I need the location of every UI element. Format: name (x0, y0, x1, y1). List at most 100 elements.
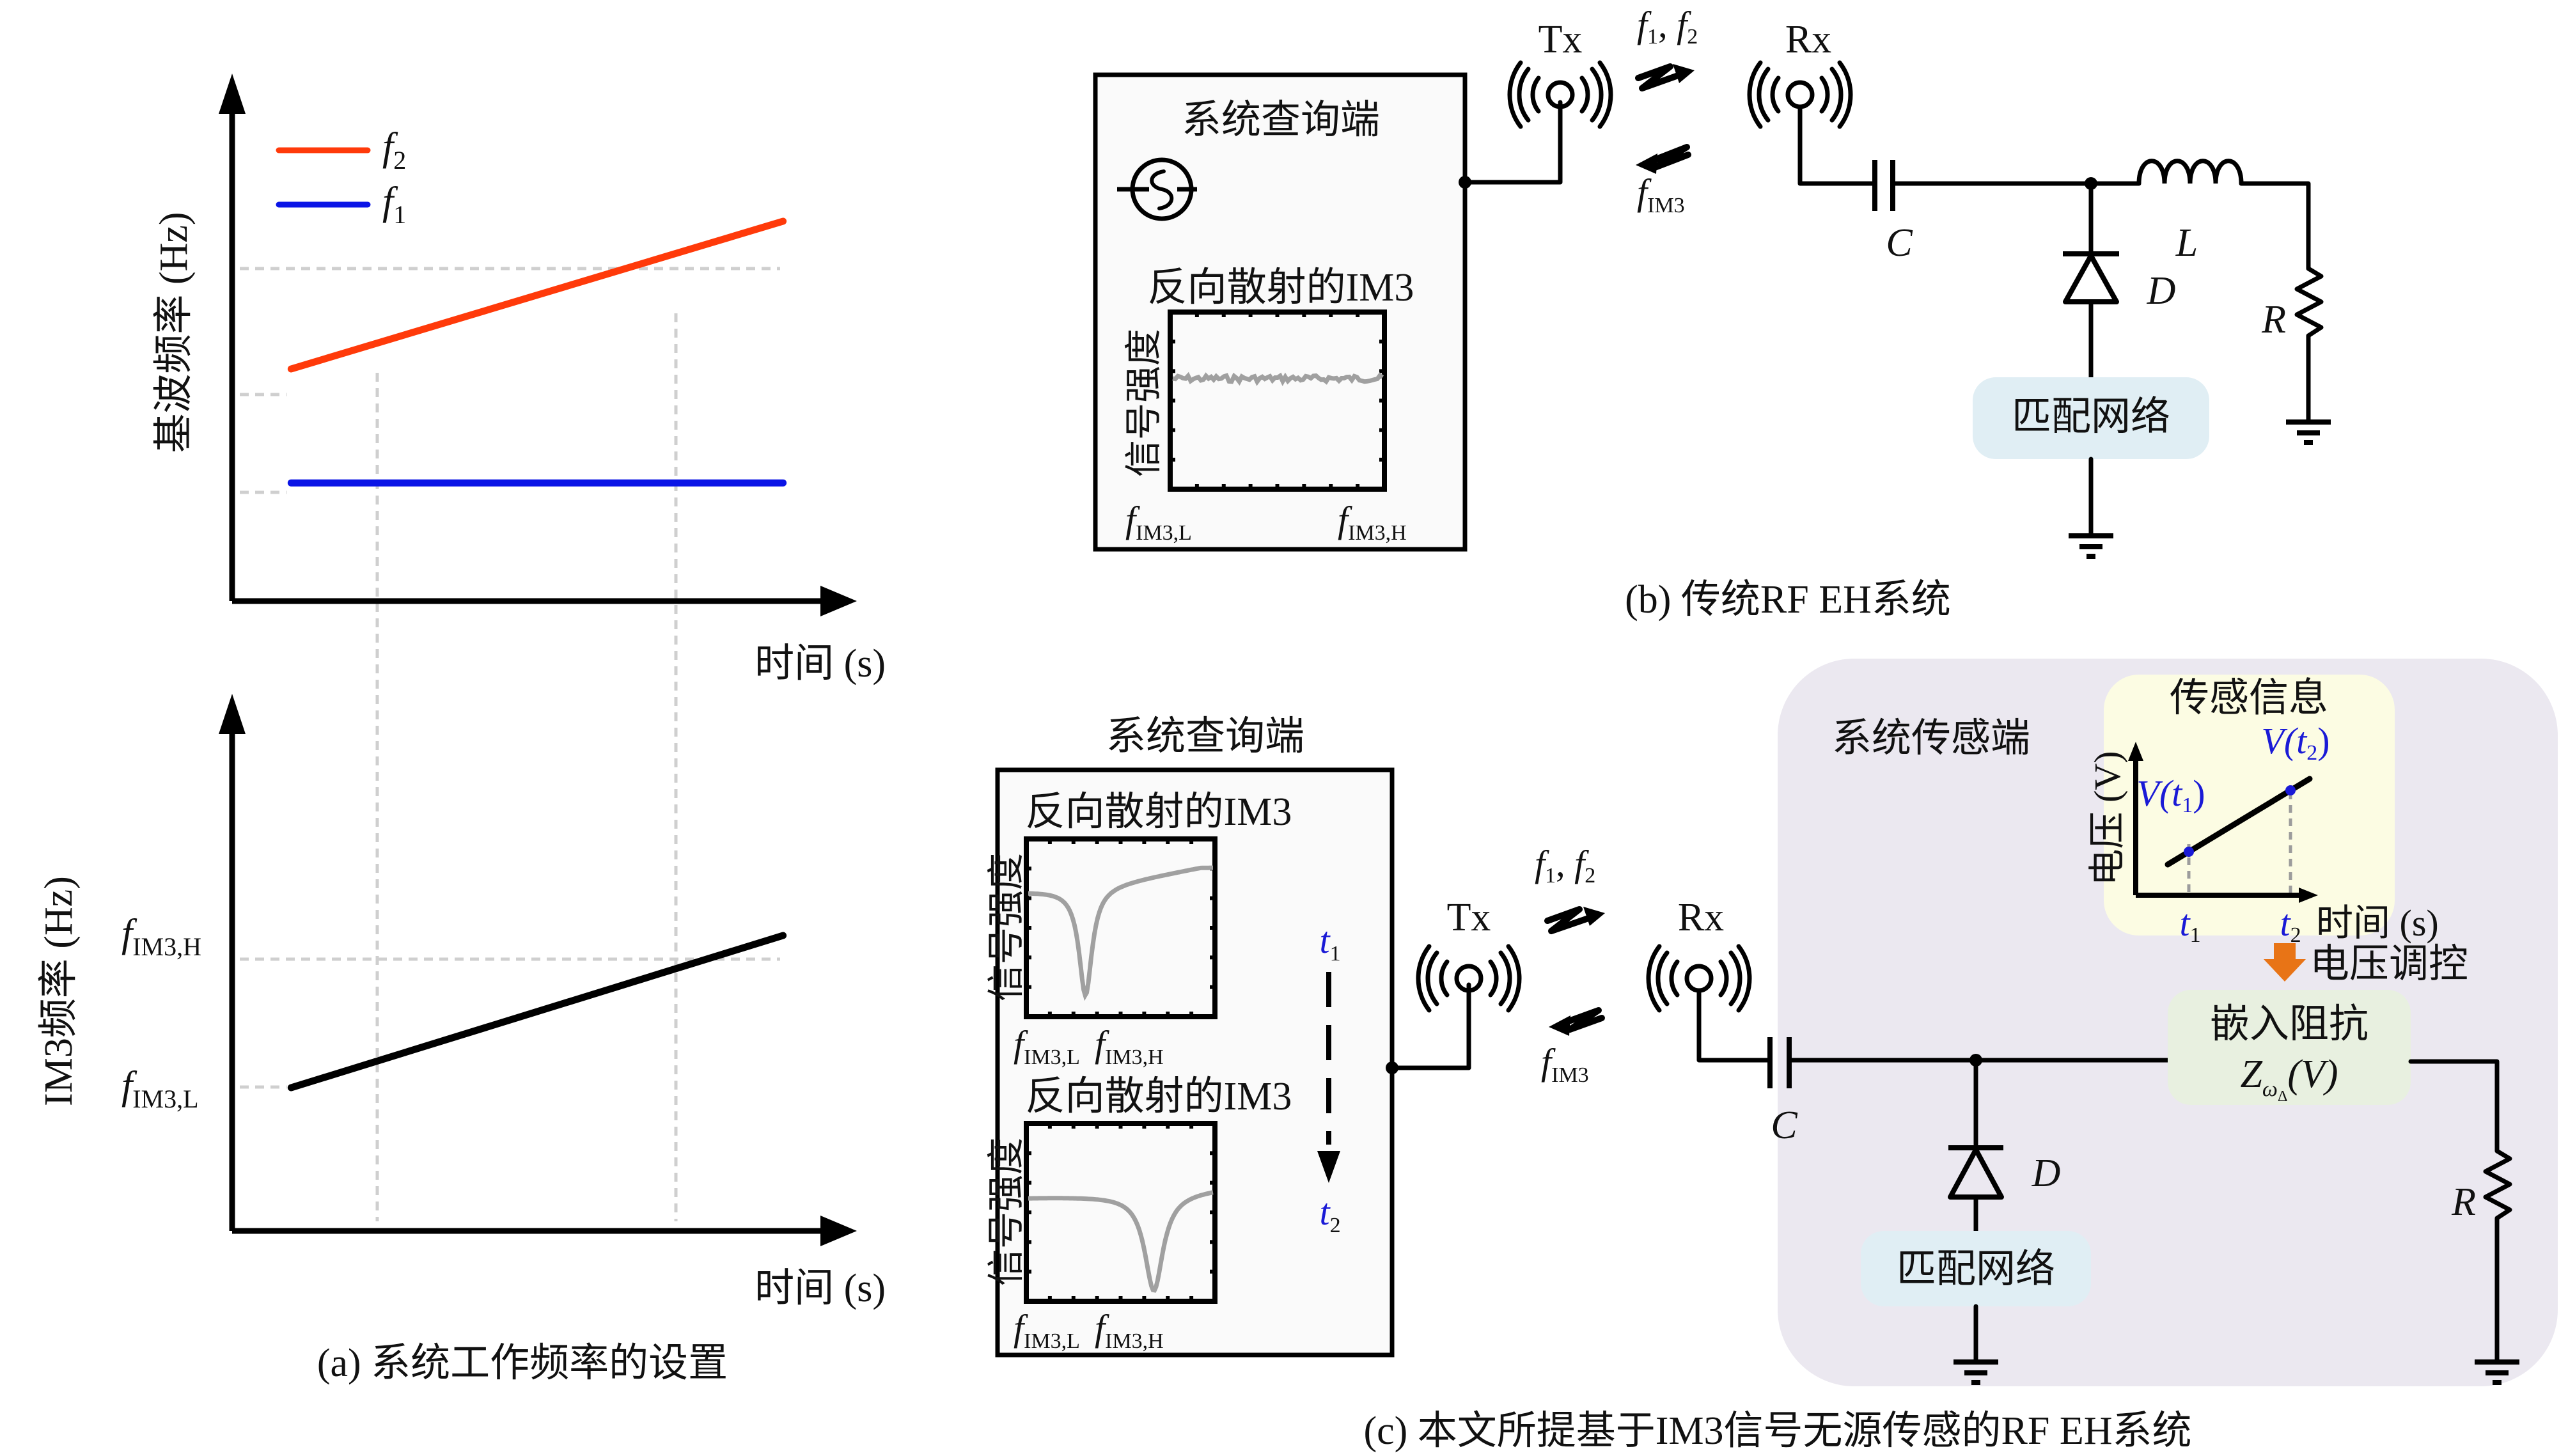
tx-label: Tx (1447, 896, 1491, 939)
rx-antenna-icon (1646, 944, 1752, 1013)
info-x-axis-label: 时间 (s) (2316, 902, 2439, 944)
info-y-axis-arrow-icon (2128, 742, 2143, 761)
spectrum-plot-frame (1168, 309, 1387, 492)
chart-fundamental-frequency: f2 f1 基波频率 (Hz) 时间 (s) (152, 74, 886, 685)
forward-freq-label: f1, f2 (1637, 4, 1698, 49)
info-tick-t2: t2 (2280, 902, 2301, 947)
sensing-info-box (2104, 675, 2395, 935)
diode-d-icon (2063, 251, 2119, 304)
x-axis-label: 时间 (s) (755, 642, 886, 685)
spectrum-ylabel-t1: 信号强度 (985, 853, 1027, 1001)
load-wire (2408, 1059, 2500, 1154)
rx-label: Rx (1785, 18, 1831, 61)
forward-wireless-arrow-icon (1544, 906, 1605, 934)
spectrum-xlow: fIM3,L (1125, 499, 1192, 545)
ground-icon (2069, 533, 2113, 559)
matching-network-box (1861, 1231, 2091, 1306)
resistor-r-icon (2294, 266, 2324, 338)
caption-b: (b) 传统RF EH系统 (1625, 578, 1951, 622)
spectrum-title-t1: 反向散射的IM3 (1026, 790, 1292, 834)
tx-feed-wire (1390, 982, 1471, 1070)
y-axis-arrow-icon (219, 74, 246, 114)
backward-freq-label: fIM3 (1637, 171, 1685, 217)
tx-antenna-icon (1416, 944, 1522, 1013)
spectrum-ticks (1170, 312, 1384, 489)
inductor-l-label: L (2175, 221, 2198, 265)
spectrum-title-t2: 反向散射的IM3 (1026, 1075, 1292, 1118)
ground-icon (2286, 419, 2331, 445)
x-axis-label: 时间 (s) (755, 1267, 886, 1310)
legend-label-f1: f1 (382, 180, 406, 229)
spectrum-ticks-t1 (1026, 839, 1215, 1017)
capacitor-c-label: C (1771, 1104, 1797, 1147)
spectrum-xlow-t2: fIM3,L (1014, 1307, 1080, 1353)
signal-generator-icon (1117, 157, 1197, 221)
ground-icon (1953, 1359, 1998, 1385)
sensing-node-title: 系统传感端 (1832, 717, 2030, 760)
rx-antenna-icon (1747, 60, 1853, 129)
interrogator-title: 系统查询端 (1106, 715, 1304, 758)
backward-wireless-arrow-icon (1549, 1007, 1605, 1036)
spectrum-xlow-t1: fIM3,L (1014, 1023, 1080, 1069)
backward-freq-label: fIM3 (1541, 1041, 1589, 1087)
spectrum-ylabel: 信号强度 (1123, 329, 1164, 477)
spectrum-trace-flat (1172, 372, 1384, 386)
spectrum-ticks-t2 (1026, 1123, 1215, 1301)
embedded-impedance-expr: ZωΔ(V) (2240, 1053, 2338, 1105)
x-axis-arrow-icon (820, 586, 857, 616)
time-label-t1: t1 (1319, 920, 1340, 966)
label-v-t2: V(t2) (2261, 720, 2329, 765)
time-label-t2: t2 (1319, 1191, 1340, 1237)
series-f2-line (287, 217, 787, 373)
ground-icon (2475, 1359, 2519, 1385)
inductor-l-icon (2136, 159, 2244, 184)
sensing-info-title: 传感信息 (2170, 677, 2328, 720)
resistor-r-icon (2483, 1148, 2512, 1220)
chart-im3-frequency: fIM3,H fIM3,L IM3频率 (Hz) 时间 (s) (37, 694, 886, 1310)
x-axis-arrow-icon (820, 1216, 857, 1246)
caption-a: (a) 系统工作频率的设置 (317, 1342, 728, 1385)
tick-im3-low: fIM3,L (121, 1064, 199, 1113)
tx-feed-wire (1462, 100, 1563, 185)
panel-a: f2 f1 基波频率 (Hz) 时间 (s) fIM3,H fIM3,L IM3… (37, 74, 886, 1385)
info-x-axis-arrow-icon (2299, 888, 2318, 903)
embedded-impedance-box (2168, 990, 2411, 1105)
voltage-point-t2 (2285, 785, 2296, 795)
spectrum-plot-frame-t2 (1024, 1121, 1217, 1304)
diode-d-label: D (2032, 1152, 2061, 1195)
spectrum-xhigh-t2: fIM3,H (1095, 1307, 1164, 1353)
backward-wireless-arrow-icon (1636, 144, 1691, 174)
forward-wireless-arrow-icon (1635, 63, 1695, 91)
spectrum-ylabel-t2: 信号强度 (985, 1138, 1027, 1286)
y-axis-label: IM3频率 (Hz) (37, 876, 81, 1106)
forward-freq-label: f1, f2 (1535, 843, 1595, 888)
rx-feed-wire (1797, 104, 1876, 186)
matching-network-box (1973, 377, 2209, 459)
rx-feed-wire (1696, 988, 1773, 1063)
panel-b: 系统查询端 (1093, 4, 2331, 622)
voltage-point-t1 (2184, 847, 2194, 857)
capacitor-c-icon (1872, 160, 1895, 211)
voltage-control-label: 电压调控 (2310, 943, 2468, 986)
rx-label: Rx (1678, 896, 1724, 939)
resistor-r-label: R (2451, 1180, 2476, 1224)
tick-im3-high: fIM3,H (121, 912, 201, 961)
y-axis-arrow-icon (219, 694, 246, 734)
matching-network-label: 匹配网络 (2012, 395, 2170, 439)
load-wire (2239, 181, 2311, 271)
label-v-t1: V(t1) (2136, 772, 2205, 817)
voltage-control-arrow-icon (2264, 943, 2306, 982)
diode-d-label: D (2147, 269, 2176, 313)
time-progress-arrow-icon (1317, 1151, 1340, 1183)
spectrum-trace-t2 (1028, 1190, 1214, 1293)
tx-antenna-icon (1507, 60, 1613, 129)
spectrum-xhigh: fIM3,H (1338, 499, 1407, 545)
capacitor-c-icon (1767, 1037, 1792, 1088)
resistor-r-label: R (2261, 298, 2286, 341)
capacitor-c-label: C (1886, 221, 1913, 265)
embedded-impedance-title: 嵌入阻抗 (2210, 1003, 2368, 1046)
matching-network-label: 匹配网络 (1897, 1248, 2055, 1291)
y-axis-label: 基波频率 (Hz) (152, 212, 196, 453)
info-y-axis-label: 电压 (V) (2086, 751, 2128, 886)
